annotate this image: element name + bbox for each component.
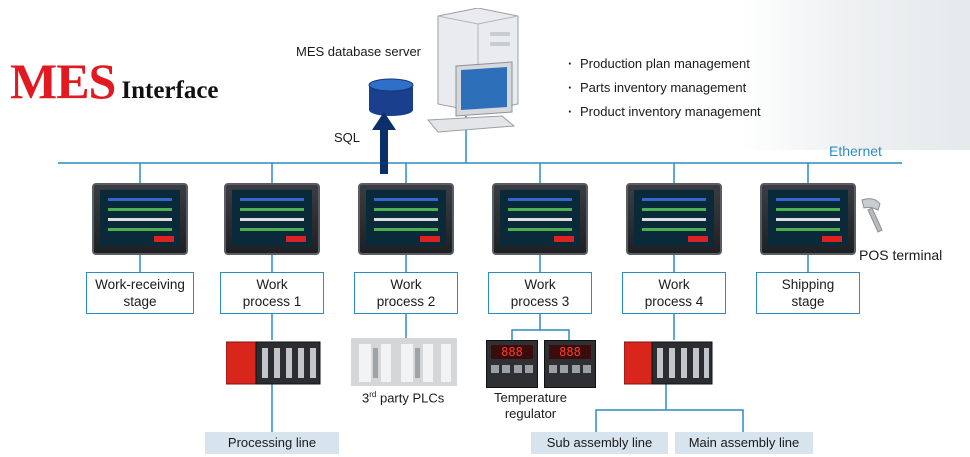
station-label: process 3 — [510, 294, 570, 309]
touch-panel-monitor — [224, 183, 320, 255]
station-label: process 4 — [644, 294, 704, 309]
database-icon — [368, 78, 414, 123]
pos-terminal-label: POS terminal — [859, 247, 943, 263]
temperature-regulator-unit: 888 — [544, 340, 596, 388]
background-decoration — [740, 0, 970, 150]
station-label: Work — [658, 277, 690, 292]
function-item: Product inventory management — [568, 100, 761, 124]
station-work-receiving: Work-receiving stage — [86, 272, 194, 314]
touch-panel-monitor — [92, 183, 188, 255]
touch-panel-monitor — [492, 183, 588, 255]
plc-unit — [225, 340, 322, 391]
server-functions: Production plan management Parts invento… — [568, 52, 761, 124]
station-label: stage — [791, 294, 825, 309]
station-label: Work — [524, 277, 556, 292]
server-label: MES database server — [296, 44, 422, 59]
temperature-regulator-label: Temperature regulator — [494, 390, 567, 421]
function-item: Parts inventory management — [568, 76, 761, 100]
station-label: process 1 — [242, 294, 302, 309]
plc-unit — [623, 340, 714, 391]
station-label: Shipping — [781, 277, 835, 292]
station-label: stage — [123, 294, 157, 309]
ethernet-label: Ethernet — [829, 143, 882, 159]
touch-panel-monitor — [358, 183, 454, 255]
station-label: Work — [256, 277, 288, 292]
touch-panel-monitor — [760, 183, 856, 255]
third-party-plc-label: 3rd party PLCs — [362, 390, 445, 406]
pos-scanner-icon — [858, 196, 888, 241]
processing-line-box: Processing line — [205, 432, 339, 454]
main-assembly-line-box: Main assembly line — [675, 432, 813, 454]
regulator-display: 888 — [549, 345, 591, 359]
station-label: Work-receiving — [95, 277, 185, 292]
temperature-regulator-unit: 888 — [486, 340, 538, 388]
sql-arrow — [372, 112, 396, 179]
station-shipping: Shipping stage — [756, 272, 860, 314]
function-item: Production plan management — [568, 52, 761, 76]
sql-label: SQL — [334, 130, 361, 145]
touch-panel-monitor — [626, 183, 722, 255]
station-work-process-4: Work process 4 — [622, 272, 726, 314]
regulator-display: 888 — [491, 345, 533, 359]
title-main: MES — [10, 53, 116, 109]
title-sub: Interface — [121, 77, 219, 104]
station-label: process 2 — [376, 294, 436, 309]
sub-assembly-line-box: Sub assembly line — [531, 432, 668, 454]
station-label: Work — [390, 277, 422, 292]
station-work-process-3: Work process 3 — [488, 272, 592, 314]
station-work-process-1: Work process 1 — [220, 272, 324, 314]
station-work-process-2: Work process 2 — [354, 272, 458, 314]
server-illustration — [420, 7, 530, 143]
third-party-plc-photo — [351, 338, 457, 391]
